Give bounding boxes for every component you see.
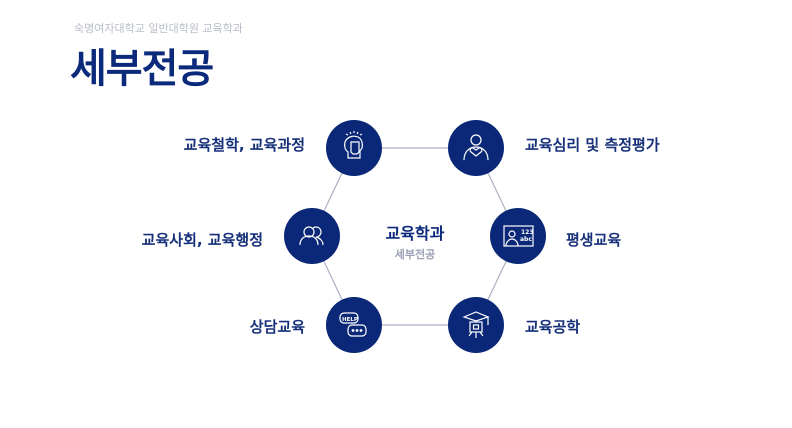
school-subtitle: 숙명여자대학교 일반대학원 교육학과: [74, 22, 243, 35]
svg-text:abc: abc: [520, 236, 532, 243]
svg-text:HELP: HELP: [342, 317, 358, 323]
person-heart-icon: [448, 120, 504, 176]
major-label-lifelong-education: 평생교육: [566, 231, 622, 249]
major-label-psychology-evaluation: 교육심리 및 측정평가: [525, 136, 660, 154]
major-label-philosophy-curriculum: 교육철학, 교육과정: [183, 136, 305, 154]
major-label-educational-technology: 교육공학: [525, 318, 581, 336]
head-thinking-icon: [326, 120, 382, 176]
major-label-sociology-administration: 교육사회, 교육행정: [141, 231, 263, 249]
center-label: 교육학과 세부전공: [365, 220, 465, 262]
major-label-counseling: 상담교육: [249, 318, 305, 336]
svg-text:123: 123: [521, 229, 534, 236]
page-title: 세부전공: [70, 46, 214, 92]
center-subtitle: 세부전공: [394, 248, 436, 261]
people-icon: [284, 208, 340, 264]
center-title: 교육학과: [385, 224, 445, 243]
help-chat-icon: HELP: [326, 297, 382, 353]
graduation-chip-icon: [448, 297, 504, 353]
